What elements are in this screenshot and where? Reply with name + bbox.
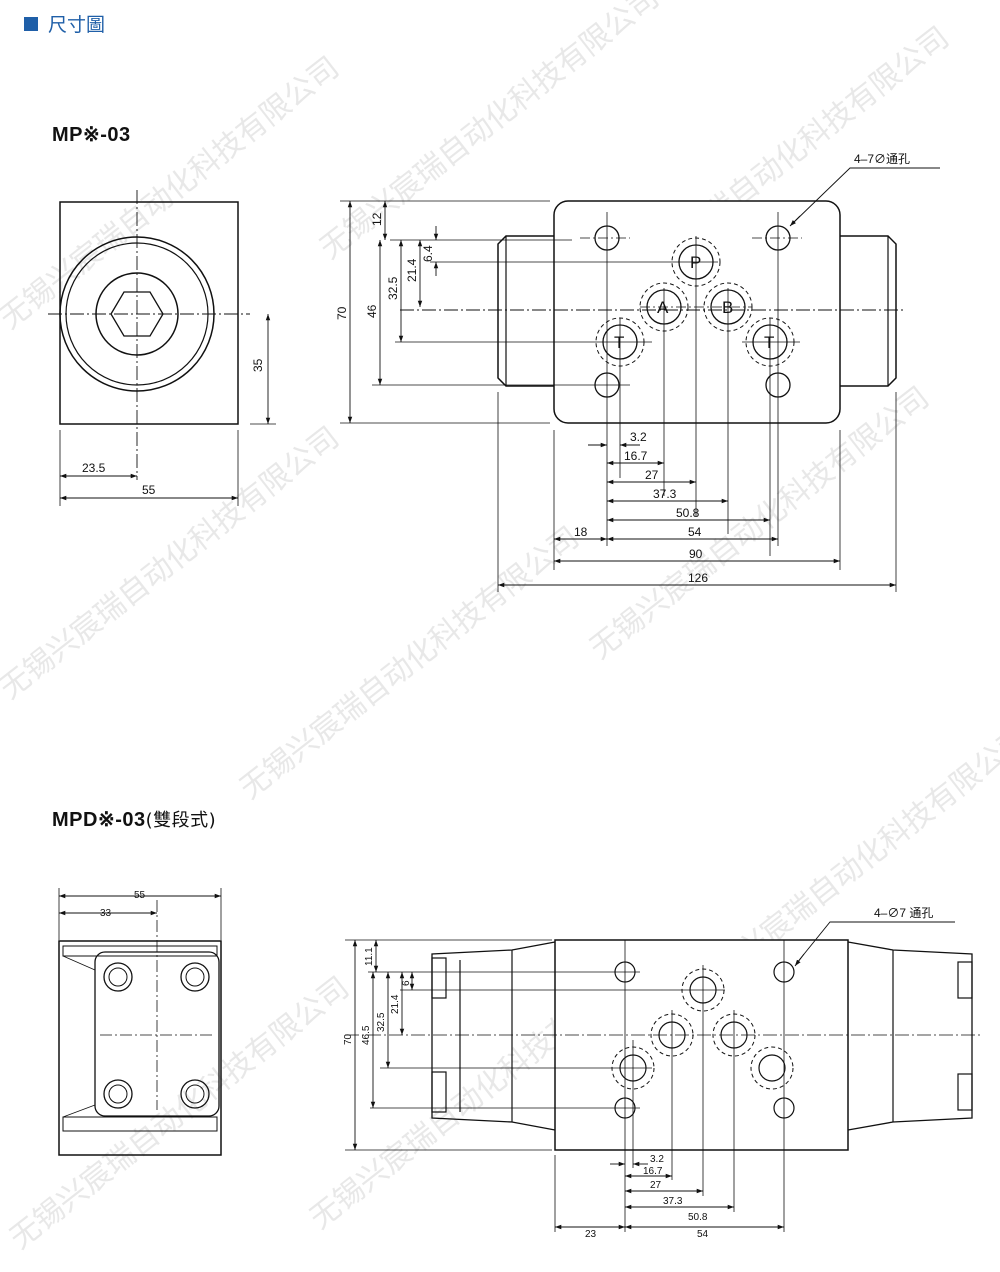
dim-32-5: 32.5	[376, 1012, 387, 1032]
dim-32-5: 32.5	[386, 276, 400, 300]
port-a-label: A	[657, 298, 669, 317]
section-title: 尺寸圖	[48, 14, 106, 36]
dim-23: 23	[585, 1229, 597, 1240]
port-b-label: B	[722, 298, 733, 317]
dim-6: 6	[401, 980, 412, 986]
model2-front-view	[58, 888, 222, 1156]
section-header: 尺寸圖	[24, 10, 105, 37]
svg-text:无锡兴宸瑞自动化科技有限公司: 无锡兴宸瑞自动化科技有限公司	[3, 970, 356, 1256]
svg-text:无锡兴宸瑞自动化科技有限公司: 无锡兴宸瑞自动化科技有限公司	[0, 420, 346, 706]
dim-21-4: 21.4	[405, 258, 419, 282]
dim-70: 70	[343, 1033, 354, 1045]
dim-27: 27	[645, 468, 659, 482]
dim-54: 54	[688, 525, 702, 539]
model1-side-view	[340, 167, 940, 592]
square-bullet-icon	[24, 16, 38, 31]
model1-title: MP※-03	[52, 124, 131, 146]
port-t1-label: T	[614, 333, 624, 352]
dim-50-8: 50.8	[676, 506, 700, 520]
dim-46: 46	[365, 304, 379, 318]
dim-50-8: 50.8	[688, 1212, 708, 1223]
dim-35: 35	[251, 358, 265, 372]
dim-33: 33	[100, 908, 112, 919]
hole-note: 4–7∅通孔	[854, 152, 910, 166]
dim-126: 126	[688, 571, 708, 585]
model1-labels: 23.5 55 35 P A B T T 70 46 32.5 21.4 6.4…	[82, 152, 910, 585]
model2-side-view	[345, 921, 980, 1232]
dim-3-2: 3.2	[630, 430, 647, 444]
dim-90: 90	[689, 547, 703, 561]
dim-12: 12	[370, 212, 384, 226]
model2-name: MPD※-03	[52, 809, 146, 831]
dim-6-4: 6.4	[421, 245, 435, 262]
dim-16-7: 16.7	[643, 1166, 663, 1177]
dim-11-1: 11.1	[364, 947, 375, 966]
dim-21-4: 21.4	[390, 994, 401, 1014]
port-p-label: P	[690, 253, 701, 272]
dim-18: 18	[574, 525, 588, 539]
dim-37-3: 37.3	[653, 487, 677, 501]
dim-70: 70	[335, 306, 349, 320]
dim-16-7: 16.7	[624, 449, 648, 463]
dim-54: 54	[697, 1229, 709, 1240]
port-t2-label: T	[764, 333, 774, 352]
model1-front-view	[48, 190, 276, 506]
model2-labels: 55 33 70 46.5 32.5 21.4 6 11.1 3.2 16.7 …	[100, 890, 933, 1240]
dim-27: 27	[650, 1180, 662, 1191]
dim-3-2: 3.2	[650, 1154, 664, 1165]
dim-46-5: 46.5	[361, 1025, 372, 1045]
dim-37-3: 37.3	[663, 1196, 683, 1207]
dim-55: 55	[142, 483, 156, 497]
model2-title: MPD※-03(雙段式)	[52, 806, 216, 832]
svg-text:无锡兴宸瑞自动化科技有限公司: 无锡兴宸瑞自动化科技有限公司	[233, 520, 586, 806]
dim-55: 55	[134, 890, 146, 901]
dim-23-5: 23.5	[82, 461, 106, 475]
hole-note: 4–∅7 通孔	[874, 906, 933, 920]
model2-suffix: (雙段式)	[145, 810, 217, 831]
